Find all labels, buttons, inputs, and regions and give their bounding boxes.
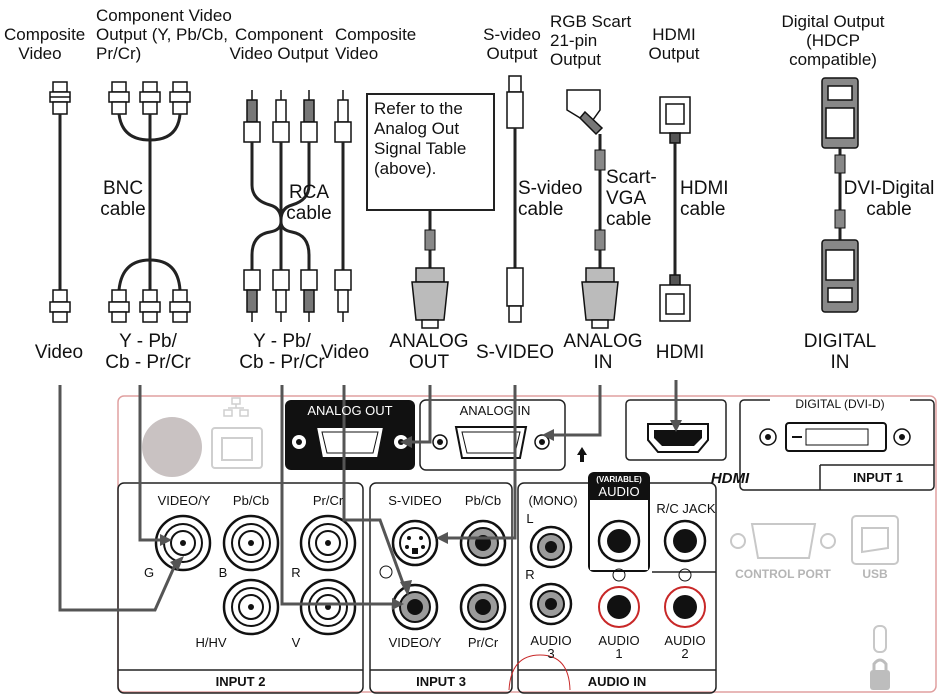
- rca-jack-video-y-3: [393, 585, 437, 629]
- bnc-plugs-component-top: [109, 82, 190, 114]
- rca-plugs-component-bottom: [244, 270, 317, 322]
- dvi-plug-top: [822, 78, 858, 148]
- lan-indicator: [142, 417, 202, 477]
- hdmi-plug-bottom: [660, 275, 690, 321]
- rca-plug-composite-bottom: [335, 270, 351, 322]
- vga-plug-analog-out: [412, 268, 448, 328]
- bnc-jack-v: [301, 580, 355, 634]
- bnc-plug-composite-bottom: [50, 290, 70, 322]
- up-arrow-icon: [577, 447, 587, 462]
- s-video-plug-bottom: [507, 268, 523, 322]
- audio3-r-jack: [531, 584, 571, 624]
- lan-port: [212, 428, 262, 468]
- bnc-plug-composite-top: [50, 82, 70, 114]
- bnc-jack-r: [301, 516, 355, 570]
- bnc-jacks: [156, 516, 355, 634]
- s-video-plug-top: [507, 76, 523, 128]
- lan-icon: [224, 398, 248, 416]
- audio3-l-jack: [531, 527, 571, 567]
- vga-plug-analog-in: [582, 268, 618, 328]
- rc-jack: [665, 521, 705, 561]
- rca-jack-pbcb-3: [461, 521, 505, 565]
- audio1-jack: [599, 587, 639, 627]
- rca-plugs-component-top: [244, 90, 317, 142]
- usb-port: [852, 516, 898, 564]
- kensington-lock-icon: [870, 660, 890, 690]
- audio2-jack: [665, 587, 705, 627]
- security-slot: [874, 626, 886, 652]
- hdmi-port: [648, 424, 708, 452]
- rca-plug-composite-top: [335, 90, 351, 142]
- rca-jack-prcr-3: [461, 585, 505, 629]
- bnc-jack-h: [224, 580, 278, 634]
- analog-in-port: [433, 427, 549, 458]
- bnc-plugs-component-bottom: [109, 290, 190, 322]
- hdmi-plug-top: [660, 97, 690, 143]
- scart-plug-top: [567, 90, 602, 134]
- dvi-plug-bottom: [822, 240, 858, 312]
- audio-jacks: [531, 521, 705, 627]
- bnc-jack-b: [224, 516, 278, 570]
- audio-out-jack: [599, 521, 639, 561]
- dvi-port: [760, 423, 910, 451]
- cables: [60, 114, 840, 290]
- control-port: [731, 524, 835, 558]
- s-video-jack: [393, 521, 437, 565]
- ferrite-cores: [425, 150, 845, 250]
